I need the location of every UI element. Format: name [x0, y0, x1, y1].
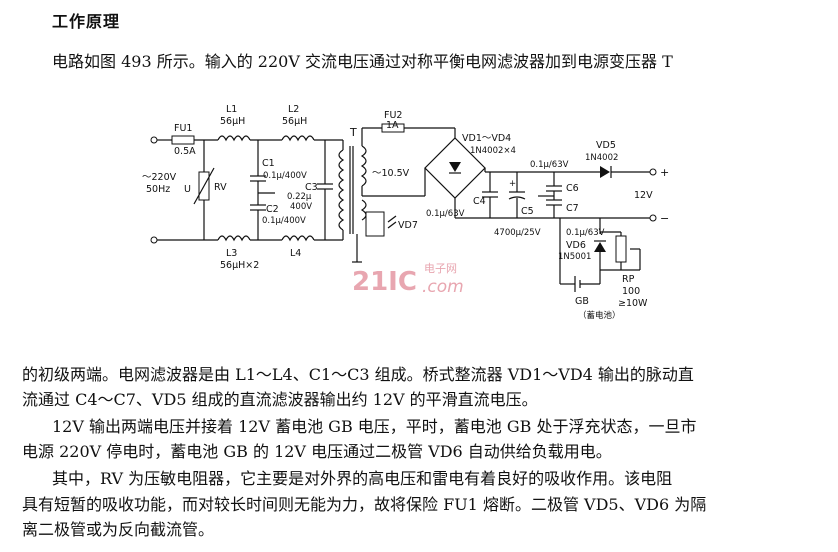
label-transformer: T: [349, 126, 357, 139]
label-fu1: FU1: [174, 123, 192, 134]
label-c3-value-2: 400V: [290, 202, 312, 212]
transformer-secondary: [360, 145, 367, 187]
output-terminal-plus: [649, 168, 657, 176]
inductor-l3: [217, 235, 251, 242]
watermark-text: 电子网: [424, 262, 457, 275]
fuse-fu1: [171, 135, 195, 145]
label-rp-value-2: ≥10W: [618, 298, 648, 309]
label-l4: L4: [290, 248, 301, 259]
label-c1-value: 0.1μ/400V: [263, 171, 307, 181]
label-c3: C3: [305, 182, 318, 193]
label-vd6-value: 1N5001: [558, 252, 591, 262]
paragraph-2-line-2: 流通过 C4～C7、VD5 组成的直流滤波器输出约 12V 的平滑直流电压。: [22, 390, 538, 409]
label-c5-value: 4700μ/25V: [494, 228, 541, 238]
label-rv: RV: [214, 182, 227, 193]
label-c4-value: 0.1μ/63V: [426, 209, 465, 219]
inductor-l2: [281, 135, 315, 142]
label-l1: L1: [226, 104, 237, 115]
label-vd1-vd4-value: 1N4002×4: [470, 146, 516, 156]
paragraph-3-line-2: 电源 220V 停电时，蓄电池 GB 的 12V 电压通过二极管 VD6 自动供…: [22, 442, 612, 461]
label-input-voltage: ～220V: [142, 172, 177, 183]
label-vd6: VD6: [566, 240, 586, 251]
section-heading: 工作原理: [52, 12, 121, 31]
label-plus: +: [660, 166, 669, 179]
label-l2-value: 56μH: [282, 116, 307, 127]
label-u: U: [184, 184, 191, 195]
paragraph-3-line-1: 12V 输出两端电压并接着 12V 蓄电池 GB 电压，平时，蓄电池 GB 处于…: [52, 417, 697, 436]
label-vd7: VD7: [398, 220, 418, 231]
label-output-voltage: 12V: [634, 190, 653, 201]
label-fu1-value: 0.5A: [174, 146, 196, 157]
label-l3-value: 56μH×2: [220, 260, 259, 271]
label-c5: C5: [521, 206, 534, 217]
label-l1-value: 56μH: [220, 116, 245, 127]
label-minus: −: [660, 212, 669, 225]
label-c2-value: 0.1μ/400V: [262, 216, 306, 226]
label-l2: L2: [288, 104, 299, 115]
label-rp-value-1: 100: [622, 286, 640, 297]
inductor-l4: [281, 235, 315, 242]
input-terminal-bottom: [150, 236, 158, 244]
rheostat-rp: [615, 235, 627, 263]
output-terminal-minus: [649, 214, 657, 222]
watermark-logo: 21IC: [352, 267, 417, 297]
label-fu2-value: 1A: [386, 120, 399, 131]
transformer-primary: [338, 149, 345, 231]
label-fu2: FU2: [384, 110, 402, 121]
paragraph-intro: 电路如图 493 所示。输入的 220V 交流电压通过对称平衡电网滤波器加到电源…: [52, 52, 673, 71]
label-c7-value: 0.1μ/63V: [566, 228, 605, 238]
paragraph-2-line-1: 的初级两端。电网滤波器是由 L1～L4、C1～C3 组成。桥式整流器 VD1～V…: [22, 365, 694, 384]
label-gb-note: （蓄电池）: [578, 310, 621, 321]
paragraph-4-line-1: 其中，RV 为压敏电阻器，它主要是对外界的高电压和雷电有着良好的吸收作用。该电阻: [52, 469, 673, 488]
label-vd1-vd4: VD1～VD4: [462, 133, 511, 144]
label-c3-value-1: 0.22μ: [287, 192, 312, 202]
diode-vd6: [594, 242, 606, 252]
indicator-vd7: [365, 211, 385, 237]
label-vd5: VD5: [596, 140, 616, 151]
label-c4: C4: [473, 196, 486, 207]
paragraph-4-line-3: 离二极管或为反向截流管。: [22, 520, 215, 539]
label-rp: RP: [622, 274, 635, 285]
label-c2: C2: [266, 204, 279, 215]
label-c6-value: 0.1μ/63V: [530, 160, 569, 170]
label-secondary-voltage: ～10.5V: [372, 168, 410, 179]
paragraph-4-line-2: 具有短暂的吸收功能，而对较长时间则无能为力，故将保险 FU1 熔断。二极管 VD…: [22, 495, 707, 514]
label-gb: GB: [575, 296, 589, 307]
input-terminal-top: [150, 136, 158, 144]
label-c6: C6: [566, 183, 579, 194]
svg-text:+: +: [509, 179, 516, 189]
label-vd5-value: 1N4002: [585, 153, 618, 163]
transformer-aux: [360, 199, 367, 221]
watermark-domain: .com: [422, 277, 464, 297]
circuit-diagram: + FU1 0.5A L1 56μH L2 56μH L3 56μH×2 L4 …: [142, 104, 669, 321]
inductor-l1: [217, 135, 251, 142]
label-input-frequency: 50Hz: [146, 184, 170, 195]
label-c7: C7: [566, 203, 579, 214]
label-c1: C1: [262, 158, 275, 169]
diode-vd5: [600, 166, 610, 178]
label-l3: L3: [226, 248, 237, 259]
